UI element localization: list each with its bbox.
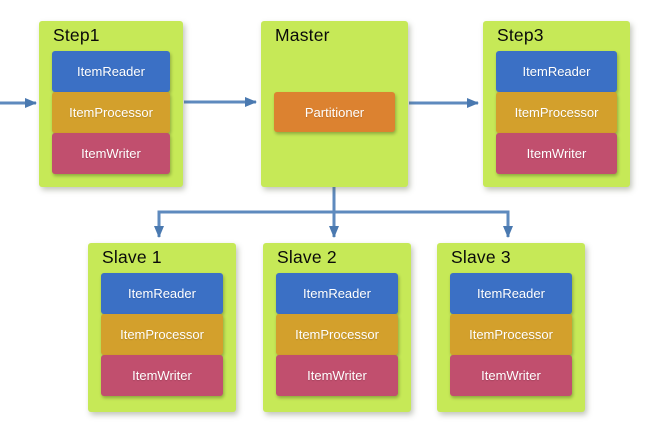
slave1-itemprocessor: ItemProcessor [101, 314, 223, 355]
step3-itemreader: ItemReader [496, 51, 617, 92]
slave3-itemprocessor: ItemProcessor [450, 314, 572, 355]
node-step1-title: Step1 [53, 25, 100, 45]
node-slave1-title: Slave 1 [102, 247, 162, 267]
slave2-itemreader: ItemReader [276, 273, 398, 314]
master-partitioner: Partitioner [274, 92, 395, 132]
slave1-itemwriter: ItemWriter [101, 355, 223, 396]
step3-itemprocessor: ItemProcessor [496, 92, 617, 133]
node-slave2: Slave 2 ItemReader ItemProcessor ItemWri… [263, 243, 411, 412]
node-step1: Step1 ItemReader ItemProcessor ItemWrite… [39, 21, 183, 187]
step1-itemwriter: ItemWriter [52, 133, 170, 174]
step3-itemwriter: ItemWriter [496, 133, 617, 174]
slave3-itemreader: ItemReader [450, 273, 572, 314]
step1-itemprocessor: ItemProcessor [52, 92, 170, 133]
node-slave3-title: Slave 3 [451, 247, 511, 267]
node-step3: Step3 ItemReader ItemProcessor ItemWrite… [483, 21, 630, 187]
node-slave3: Slave 3 ItemReader ItemProcessor ItemWri… [437, 243, 585, 412]
node-slave1: Slave 1 ItemReader ItemProcessor ItemWri… [88, 243, 236, 412]
slave2-itemprocessor: ItemProcessor [276, 314, 398, 355]
node-master-title: Master [275, 25, 330, 45]
node-step3-title: Step3 [497, 25, 544, 45]
slave1-itemreader: ItemReader [101, 273, 223, 314]
arrow-master-branch-line [157, 186, 510, 214]
node-master: Master Partitioner [261, 21, 408, 187]
slave3-itemwriter: ItemWriter [450, 355, 572, 396]
node-slave2-title: Slave 2 [277, 247, 337, 267]
slave2-itemwriter: ItemWriter [276, 355, 398, 396]
step1-itemreader: ItemReader [52, 51, 170, 92]
